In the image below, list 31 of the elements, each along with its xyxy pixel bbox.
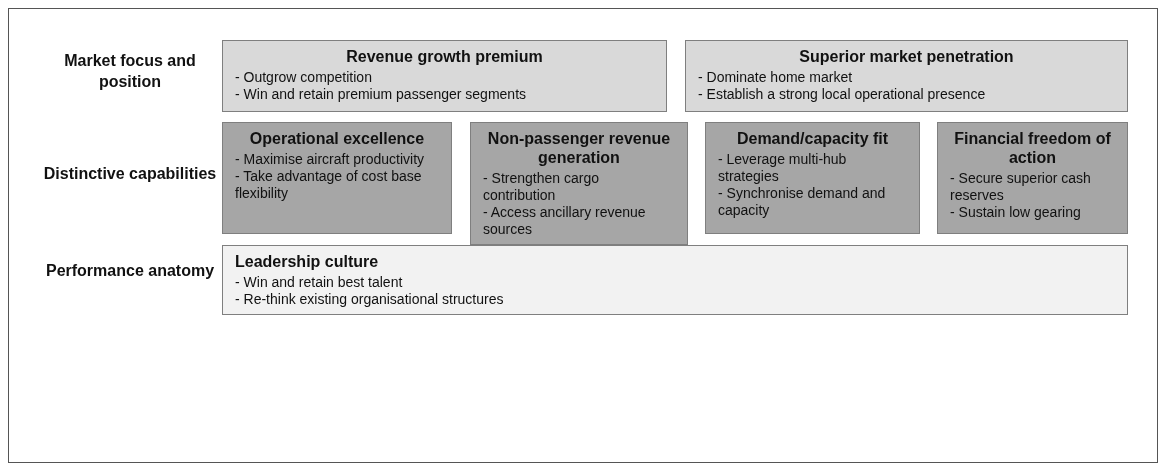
bullet-point: - Secure superior cash reserves — [950, 170, 1092, 204]
capability-box — [685, 40, 1128, 112]
box-heading: Superior market penetration — [798, 47, 1015, 66]
bullet-point: - Dominate home market — [698, 69, 854, 86]
box-heading: Non-passenger revenue generation — [486, 129, 672, 167]
bullet-point: - Win and retain best talent — [235, 274, 404, 291]
capability-box — [470, 122, 688, 245]
bullet-point: - Take advantage of cost base flexibility — [235, 168, 423, 202]
capability-box — [222, 245, 1128, 315]
bullet-point: - Outgrow competition — [235, 69, 373, 86]
bullet-point: - Synchronise demand and capacity — [718, 185, 887, 219]
bullet-point: - Strengthen cargo contribution — [483, 170, 600, 204]
row-label: Performance anatomy — [44, 261, 216, 281]
box-heading: Financial freedom of action — [953, 129, 1112, 167]
box-heading: Demand/capacity fit — [735, 129, 890, 148]
box-heading: Revenue growth premium — [345, 47, 544, 66]
box-heading: Operational excellence — [248, 129, 426, 148]
bullet-point: - Maximise aircraft productivity — [235, 151, 426, 168]
row-label: Market focus and position — [63, 51, 197, 92]
box-heading: Leadership culture — [235, 252, 380, 271]
bullet-point: - Win and retain premium passenger segments — [235, 86, 528, 103]
bullet-point: - Sustain low gearing — [950, 204, 1082, 221]
bullet-point: - Leverage multi-hub strategies — [718, 151, 848, 185]
capability-box — [222, 122, 452, 234]
capability-box — [937, 122, 1128, 234]
bullet-point: - Re-think existing organisational structures — [235, 291, 505, 308]
row-label: Distinctive capabilities — [42, 164, 218, 184]
capability-box — [222, 40, 667, 112]
bullet-point: - Establish a strong local operational presence — [698, 86, 987, 103]
capability-box — [705, 122, 920, 234]
bullet-point: - Access ancillary revenue sources — [483, 204, 647, 238]
